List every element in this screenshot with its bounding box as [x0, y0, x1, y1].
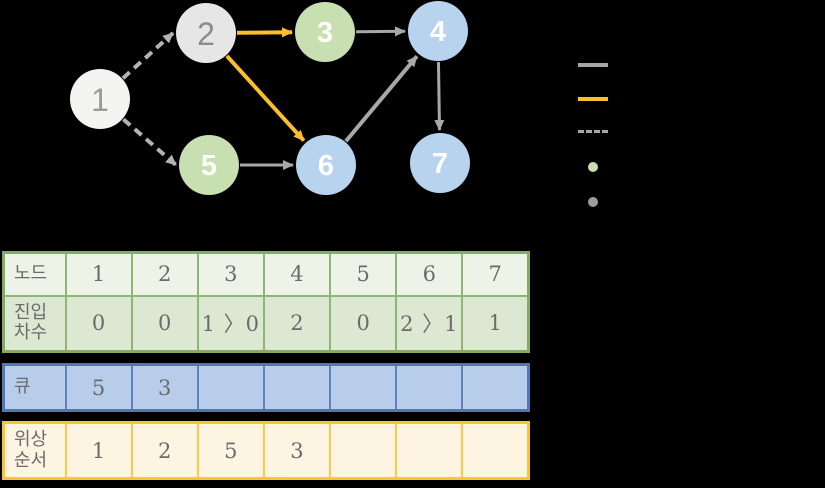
queue-cell-1: 5	[64, 363, 133, 412]
node-label-6: 6	[318, 150, 334, 182]
indegree-cell-7: 1	[461, 294, 530, 353]
queue-table: 큐 5 3	[2, 363, 530, 412]
queue-row: 큐 5 3	[2, 363, 530, 412]
queue-cell-7	[461, 363, 530, 412]
graph-node-6: 6	[296, 135, 356, 195]
dashed-edge-sample-line	[578, 130, 608, 133]
node-cell-6: 6	[395, 251, 464, 297]
edge-2-6	[225, 54, 306, 142]
node-indegree-table: 노드 1 2 3 4 5 6 7 진입 차수 0 0 1 〉0 2 0 2 〉1…	[2, 251, 530, 353]
node-cell-3: 3	[196, 251, 265, 297]
topological-order-table: 위상 순서 1 2 5 3	[2, 421, 530, 480]
queue-cell-2: 3	[130, 363, 199, 412]
gray-edge-sample-line	[578, 63, 608, 67]
queue-row-label: 큐	[2, 363, 67, 412]
node-row-label: 노드	[2, 251, 67, 297]
indegree-row-label: 진입 차수	[2, 294, 67, 353]
graph-node-5: 5	[179, 135, 239, 195]
indegree-row: 진입 차수 0 0 1 〉0 2 0 2 〉1 1	[2, 294, 530, 353]
order-row-label: 위상 순서	[2, 421, 67, 480]
edge-4-7	[434, 61, 445, 132]
edge-6-4	[344, 55, 419, 143]
queue-cell-3	[196, 363, 265, 412]
order-cell-4: 3	[262, 421, 332, 480]
order-cell-5	[329, 421, 398, 480]
node-cell-5: 5	[329, 251, 398, 297]
node-cell-1: 1	[64, 251, 133, 297]
node-cell-2: 2	[130, 251, 199, 297]
node-label-1: 1	[91, 82, 109, 118]
node-label-7: 7	[432, 148, 448, 180]
order-cell-1: 1	[64, 421, 133, 480]
edge-1-2	[121, 31, 175, 80]
edge-1-5	[122, 117, 178, 167]
gray-node-sample-dot	[588, 197, 598, 207]
queue-cell-4	[262, 363, 332, 412]
orange-edge-sample-line	[578, 97, 608, 101]
graph-node-2: 2	[176, 3, 236, 63]
order-cell-3: 5	[196, 421, 265, 480]
node-cell-7: 7	[461, 251, 530, 297]
indegree-cell-4: 2	[262, 294, 332, 353]
indegree-cell-6: 2 〉1	[395, 294, 464, 353]
node-row: 노드 1 2 3 4 5 6 7	[2, 251, 530, 297]
node-label-2: 2	[197, 16, 215, 52]
graph-node-4: 4	[408, 1, 468, 61]
order-row: 위상 순서 1 2 5 3	[2, 421, 530, 480]
node-cell-4: 4	[262, 251, 332, 297]
indegree-cell-3: 1 〉0	[196, 294, 265, 353]
node-label-5: 5	[201, 150, 217, 182]
indegree-cell-5: 0	[329, 294, 398, 353]
queue-cell-6	[395, 363, 464, 412]
queue-cell-5	[329, 363, 398, 412]
order-cell-2: 2	[130, 421, 199, 480]
topological-sort-graph: 1 2 3 4 5 6 7	[70, 1, 470, 195]
order-cell-7	[461, 421, 530, 480]
indegree-cell-1: 0	[64, 294, 133, 353]
order-cell-6	[395, 421, 464, 480]
green-node-sample-dot	[588, 162, 598, 172]
graph-node-7: 7	[410, 133, 470, 193]
node-label-3: 3	[317, 17, 333, 49]
graph-node-1: 1	[70, 69, 130, 129]
graph-node-3: 3	[295, 2, 355, 62]
node-label-4: 4	[430, 16, 446, 48]
indegree-cell-2: 0	[130, 294, 199, 353]
